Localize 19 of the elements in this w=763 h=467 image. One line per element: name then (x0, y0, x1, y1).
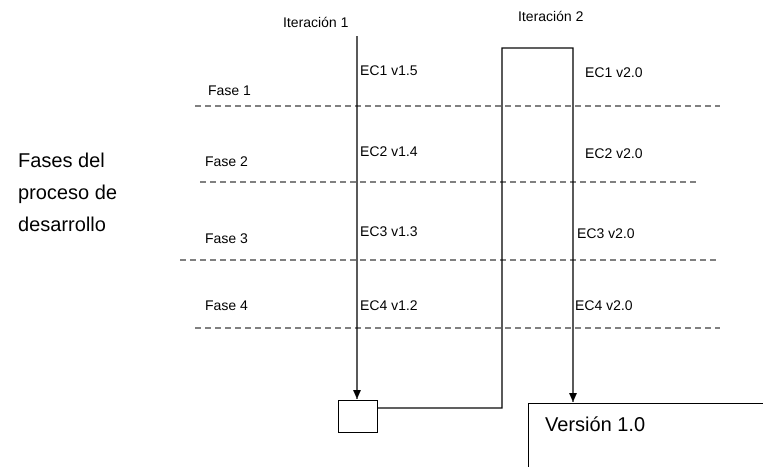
iteration-label: Iteración 1 (283, 14, 348, 30)
config-item-label: EC1 v2.0 (585, 64, 643, 80)
version-box: Versión 1.0 (528, 403, 763, 467)
small-box (338, 400, 378, 433)
config-item-label: EC1 v1.5 (360, 62, 418, 78)
config-item-label: EC4 v2.0 (575, 297, 633, 313)
phase-label: Fase 4 (205, 297, 248, 313)
config-item-label: EC3 v1.3 (360, 223, 418, 239)
phase-label: Fase 2 (205, 153, 248, 169)
phase-label: Fase 1 (208, 82, 251, 98)
phase-label: Fase 3 (205, 230, 248, 246)
config-item-label: EC3 v2.0 (577, 225, 635, 241)
config-item-label: EC4 v1.2 (360, 297, 418, 313)
config-item-label: EC2 v2.0 (585, 145, 643, 161)
arrow (353, 36, 361, 399)
axis-title: Fases del proceso de desarrollo (18, 149, 118, 238)
config-item-label: EC2 v1.4 (360, 143, 418, 159)
iteration-label: Iteración 2 (518, 8, 584, 24)
arrow (378, 47, 577, 409)
